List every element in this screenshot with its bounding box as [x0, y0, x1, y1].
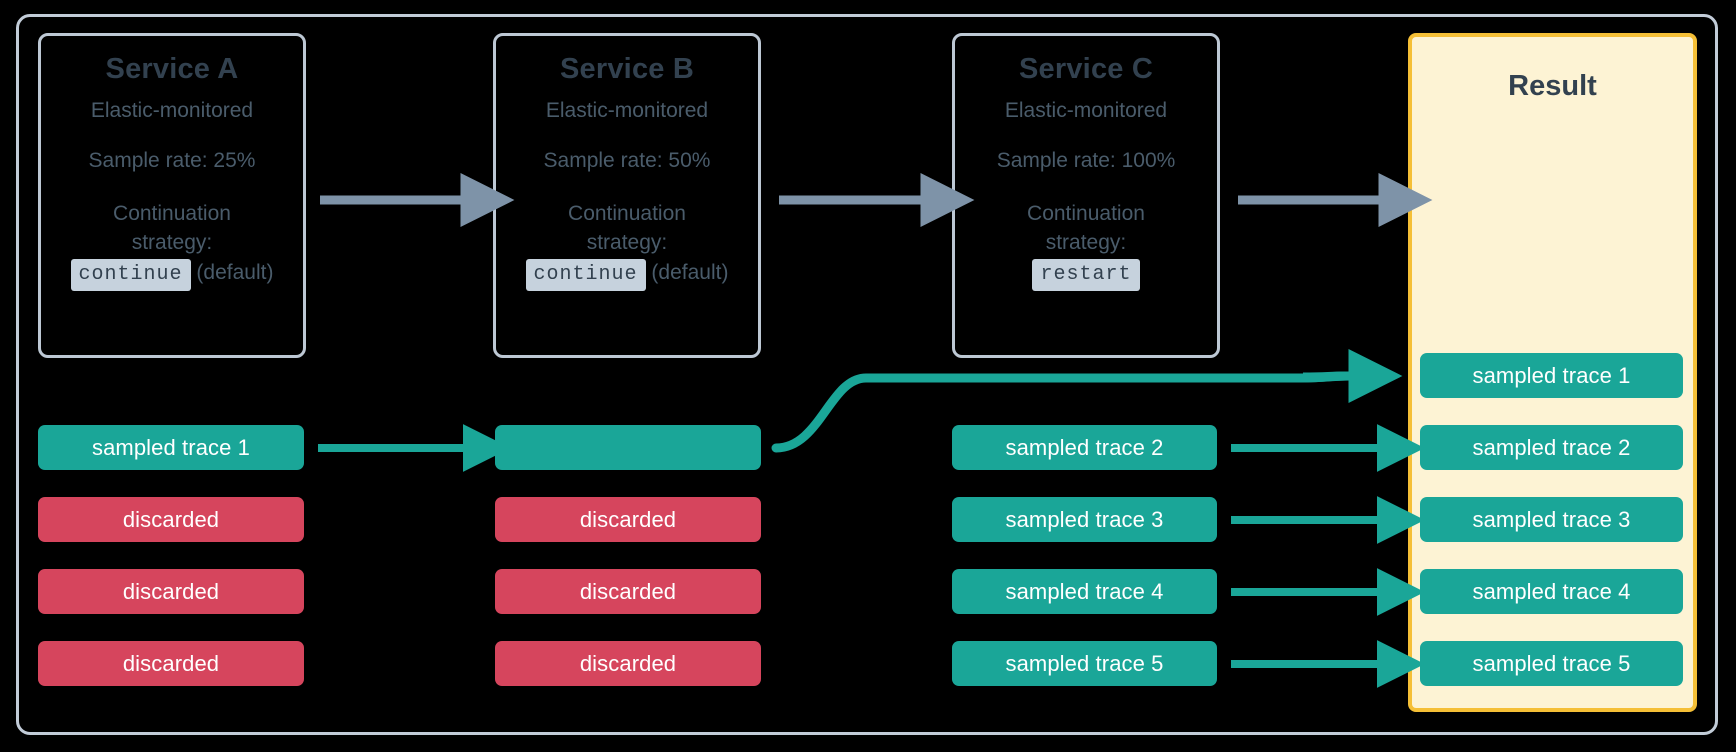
service-b-strategy-value: continue: [525, 259, 646, 292]
trace-bar-a-2: discarded: [38, 497, 304, 542]
service-a-monitoring: Elastic-monitored: [90, 98, 254, 122]
trace-bar-b-4: discarded: [495, 641, 761, 686]
result-trace-bar-5: sampled trace 5: [1420, 641, 1683, 686]
service-a-strategy-note: (default): [196, 261, 274, 285]
trace-bar-b-1: [495, 425, 761, 470]
result-trace-bar-2: sampled trace 2: [1420, 425, 1683, 470]
trace-bar-a-4: discarded: [38, 641, 304, 686]
service-box-b: Service B Elastic-monitored Sample rate:…: [493, 33, 761, 358]
trace-bar-b-3: discarded: [495, 569, 761, 614]
trace-bar-a-3: discarded: [38, 569, 304, 614]
service-c-sample-rate: Sample rate: 100%: [996, 149, 1176, 173]
trace-bar-a-1: sampled trace 1: [38, 425, 304, 470]
service-b-monitoring: Elastic-monitored: [545, 98, 709, 122]
service-a-strategy: Continuation strategy: continue (default…: [41, 200, 303, 292]
trace-bar-c-4: sampled trace 5: [952, 641, 1217, 686]
service-c-strategy-line2: strategy:: [1045, 230, 1127, 254]
service-c-title: Service C: [1019, 53, 1153, 85]
service-b-title: Service B: [560, 53, 694, 85]
service-b-strategy-line1: Continuation: [568, 202, 686, 226]
service-a-sample-rate: Sample rate: 25%: [88, 149, 256, 173]
trace-bar-c-3: sampled trace 4: [952, 569, 1217, 614]
service-c-monitoring: Elastic-monitored: [1004, 98, 1168, 122]
arrow-result1-head-path: [1302, 349, 1403, 404]
result-trace-bar-3: sampled trace 3: [1420, 497, 1683, 542]
service-b-strategy: Continuation strategy: continue (default…: [496, 200, 758, 292]
service-b-strategy-note: (default): [651, 261, 729, 285]
trace-bar-c-2: sampled trace 3: [952, 497, 1217, 542]
service-c-strategy: Continuation strategy: restart: [955, 200, 1217, 292]
result-title: Result: [1508, 70, 1597, 102]
service-box-a: Service A Elastic-monitored Sample rate:…: [38, 33, 306, 358]
service-a-strategy-line1: Continuation: [113, 202, 231, 226]
service-c-strategy-line1: Continuation: [1027, 202, 1145, 226]
service-a-title: Service A: [105, 53, 239, 85]
arrow-trace-b1-to-result1-riser: [1295, 371, 1350, 383]
result-trace-bar-1: sampled trace 1: [1420, 353, 1683, 398]
service-b-sample-rate: Sample rate: 50%: [543, 149, 711, 173]
trace-bar-b-2: discarded: [495, 497, 761, 542]
service-c-strategy-value: restart: [1032, 259, 1140, 292]
service-a-strategy-value: continue: [70, 259, 191, 292]
result-trace-bar-4: sampled trace 4: [1420, 569, 1683, 614]
service-box-c: Service C Elastic-monitored Sample rate:…: [952, 33, 1220, 358]
trace-bar-c-1: sampled trace 2: [952, 425, 1217, 470]
service-a-strategy-line2: strategy:: [131, 230, 213, 254]
service-b-strategy-line2: strategy:: [586, 230, 668, 254]
